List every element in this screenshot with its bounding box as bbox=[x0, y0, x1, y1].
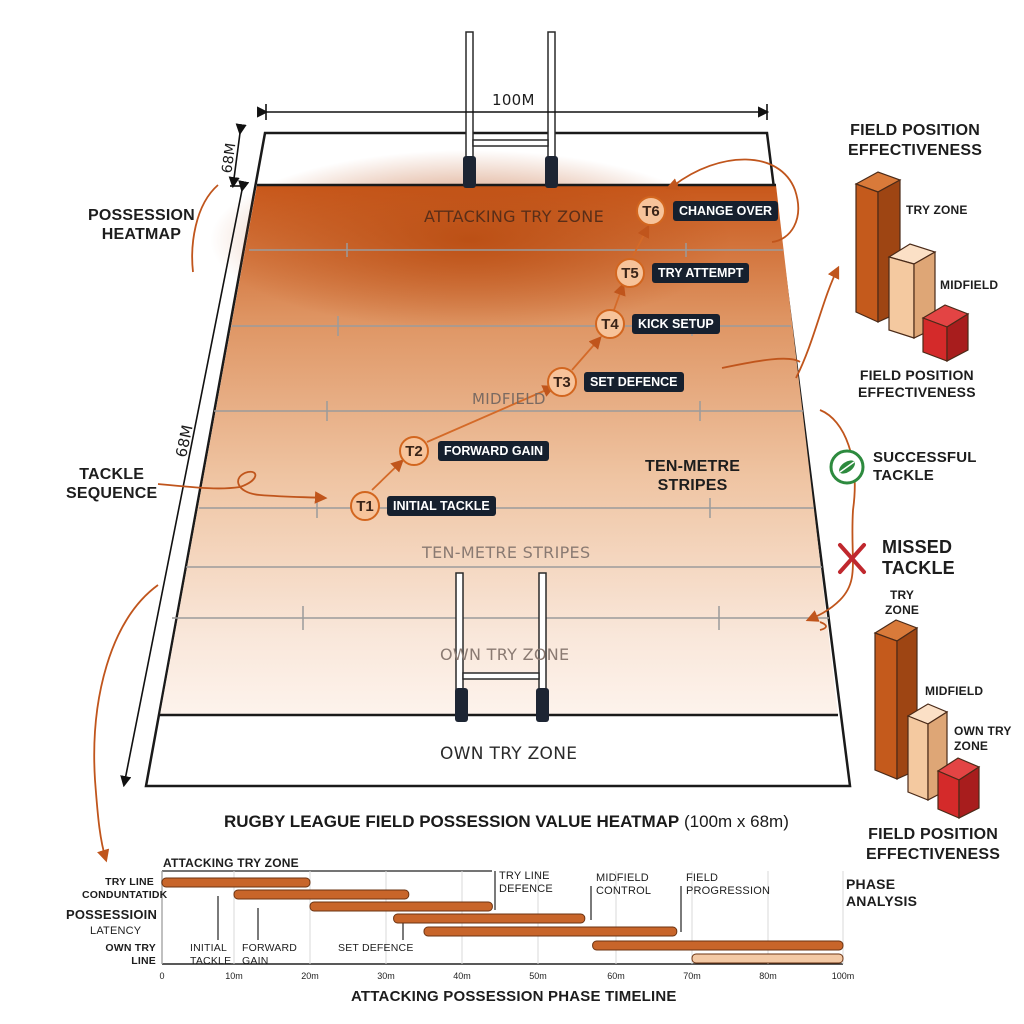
tackle-node-t1[interactable]: T1 bbox=[350, 491, 380, 521]
goal-posts-bottom bbox=[455, 572, 549, 722]
zone-midfield-label: MIDFIELD bbox=[472, 390, 546, 408]
timeline-tick-label: 40m bbox=[453, 971, 471, 981]
timeline-row-possession: POSSESSIOIN bbox=[66, 907, 158, 922]
tackle-node-t6[interactable]: T6 bbox=[636, 196, 666, 226]
main-title-suffix: (100m x 68m) bbox=[684, 812, 789, 831]
dimension-68m-side bbox=[120, 180, 250, 788]
tackle-node-t2[interactable]: T2 bbox=[399, 436, 429, 466]
heat-hotspot bbox=[210, 150, 730, 330]
timeline-bar bbox=[691, 953, 844, 964]
tackle-tag-t5: TRY ATTEMPT bbox=[652, 263, 750, 283]
callout-arrows bbox=[93, 158, 856, 863]
bars-bottom bbox=[873, 619, 981, 819]
timeline-bar bbox=[161, 877, 311, 888]
zone-stripes-label: TEN-METRE STRIPES bbox=[422, 543, 591, 562]
bar-label-try-zone-bottom: TRY ZONE bbox=[885, 588, 920, 617]
main-title-text: RUGBY LEAGUE FIELD POSSESSION VALUE HEAT… bbox=[224, 812, 680, 831]
phase-label-set-defence: SET DEFENCE bbox=[338, 942, 414, 954]
timeline-tick-label: 100m bbox=[832, 971, 855, 981]
dimension-100m bbox=[257, 104, 770, 120]
bar-label-try-zone-top: TRY ZONE bbox=[906, 203, 968, 217]
timeline-tick-label: 30m bbox=[377, 971, 395, 981]
goal-posts-top bbox=[463, 31, 558, 188]
phase-timeline: 0 10m 20m 30m 40m 50m 60m 70m 80m 100m bbox=[159, 870, 855, 981]
legend-missed-tackle: MISSED TACKLE bbox=[882, 537, 955, 578]
tackle-tag-t4: KICK SETUP bbox=[632, 314, 720, 334]
tackle-tag-t6: CHANGE OVER bbox=[673, 201, 779, 221]
possession-heatmap-label: POSSESSION HEATMAP bbox=[88, 207, 195, 243]
phase-label-try-line-defence: TRY LINE DEFENCE bbox=[499, 870, 553, 895]
timeline-row-own-try-line: OWN TRY LINE bbox=[105, 942, 156, 967]
timeline-tick-label: 20m bbox=[301, 971, 319, 981]
missed-tackle-icon bbox=[838, 543, 866, 574]
timeline-tick-label: 50m bbox=[529, 971, 547, 981]
phase-label-phase-analysis: PHASE ANALYSIS bbox=[846, 876, 918, 909]
timeline-bar bbox=[592, 940, 844, 951]
timeline-row-latency: LATENCY bbox=[90, 925, 142, 937]
tackle-tag-t2: FORWARD GAIN bbox=[438, 441, 550, 461]
effectiveness-title-bottom: FIELD POSITION EFFECTIVENESS bbox=[866, 826, 1001, 863]
phase-label-field-progression: FIELD PROGRESSION bbox=[686, 872, 771, 897]
timeline-top-label: ATTACKING TRY ZONE bbox=[163, 856, 299, 870]
tackle-tag-t3: SET DEFENCE bbox=[584, 372, 684, 392]
timeline-tick-label: 60m bbox=[607, 971, 625, 981]
tackle-node-t5[interactable]: T5 bbox=[615, 258, 645, 288]
tackle-node-t4[interactable]: T4 bbox=[595, 309, 625, 339]
bars-top bbox=[854, 171, 970, 362]
tackle-tag-t1: INITIAL TACKLE bbox=[387, 496, 496, 516]
successful-tackle-icon bbox=[829, 449, 865, 485]
timeline-tick-label: 70m bbox=[683, 971, 701, 981]
phase-label-forward-gain: FORWARD GAIN bbox=[242, 942, 298, 967]
zone-own-label: OWN TRY ZONE bbox=[440, 744, 578, 764]
main-title: RUGBY LEAGUE FIELD POSSESSION VALUE HEAT… bbox=[224, 812, 789, 832]
timeline-tick-label: 10m bbox=[225, 971, 243, 981]
timeline-bar bbox=[393, 913, 586, 924]
timeline-tick-label: 0 bbox=[159, 971, 164, 981]
bar-label-midfield-bottom: MIDFIELD bbox=[925, 684, 984, 698]
effectiveness-title-top: FIELD POSITION EFFECTIVENESS bbox=[848, 122, 983, 159]
bar-label-own-try-zone-bottom: OWN TRY ZONE bbox=[954, 724, 1012, 753]
timeline-tick-label: 80m bbox=[759, 971, 777, 981]
tackle-path bbox=[371, 224, 650, 491]
timeline-bar bbox=[423, 926, 678, 937]
timeline-bar bbox=[233, 889, 410, 900]
width-dimension-label: 100m bbox=[492, 91, 535, 109]
phase-label-initial-tackle: INITIAL TACKLE bbox=[190, 942, 232, 967]
zone-attacking-label: ATTACKING TRY ZONE bbox=[424, 207, 604, 226]
bar-label-midfield-top: MIDFIELD bbox=[940, 278, 999, 292]
timeline-bar bbox=[309, 901, 493, 912]
timeline-row-try-line: TRY LINE CONDUNTATIDK bbox=[82, 876, 168, 901]
tackle-sequence-label: TACKLE SEQUENCE bbox=[66, 466, 158, 502]
ten-metre-stripes-callout: TEN-METRE STRIPES bbox=[645, 458, 741, 494]
zone-own-inner-label: OWN TRY ZONE bbox=[440, 645, 570, 664]
timeline-title: ATTACKING POSSESSION PHASE TIMELINE bbox=[351, 988, 677, 1005]
phase-label-midfield-control: MIDFIELD CONTROL bbox=[596, 872, 652, 897]
tackle-node-t3[interactable]: T3 bbox=[547, 367, 577, 397]
effectiveness-caption-mid: FIELD POSITION EFFECTIVENESS bbox=[858, 367, 976, 400]
legend-successful-tackle: SUCCESSFUL TACKLE bbox=[873, 449, 977, 484]
